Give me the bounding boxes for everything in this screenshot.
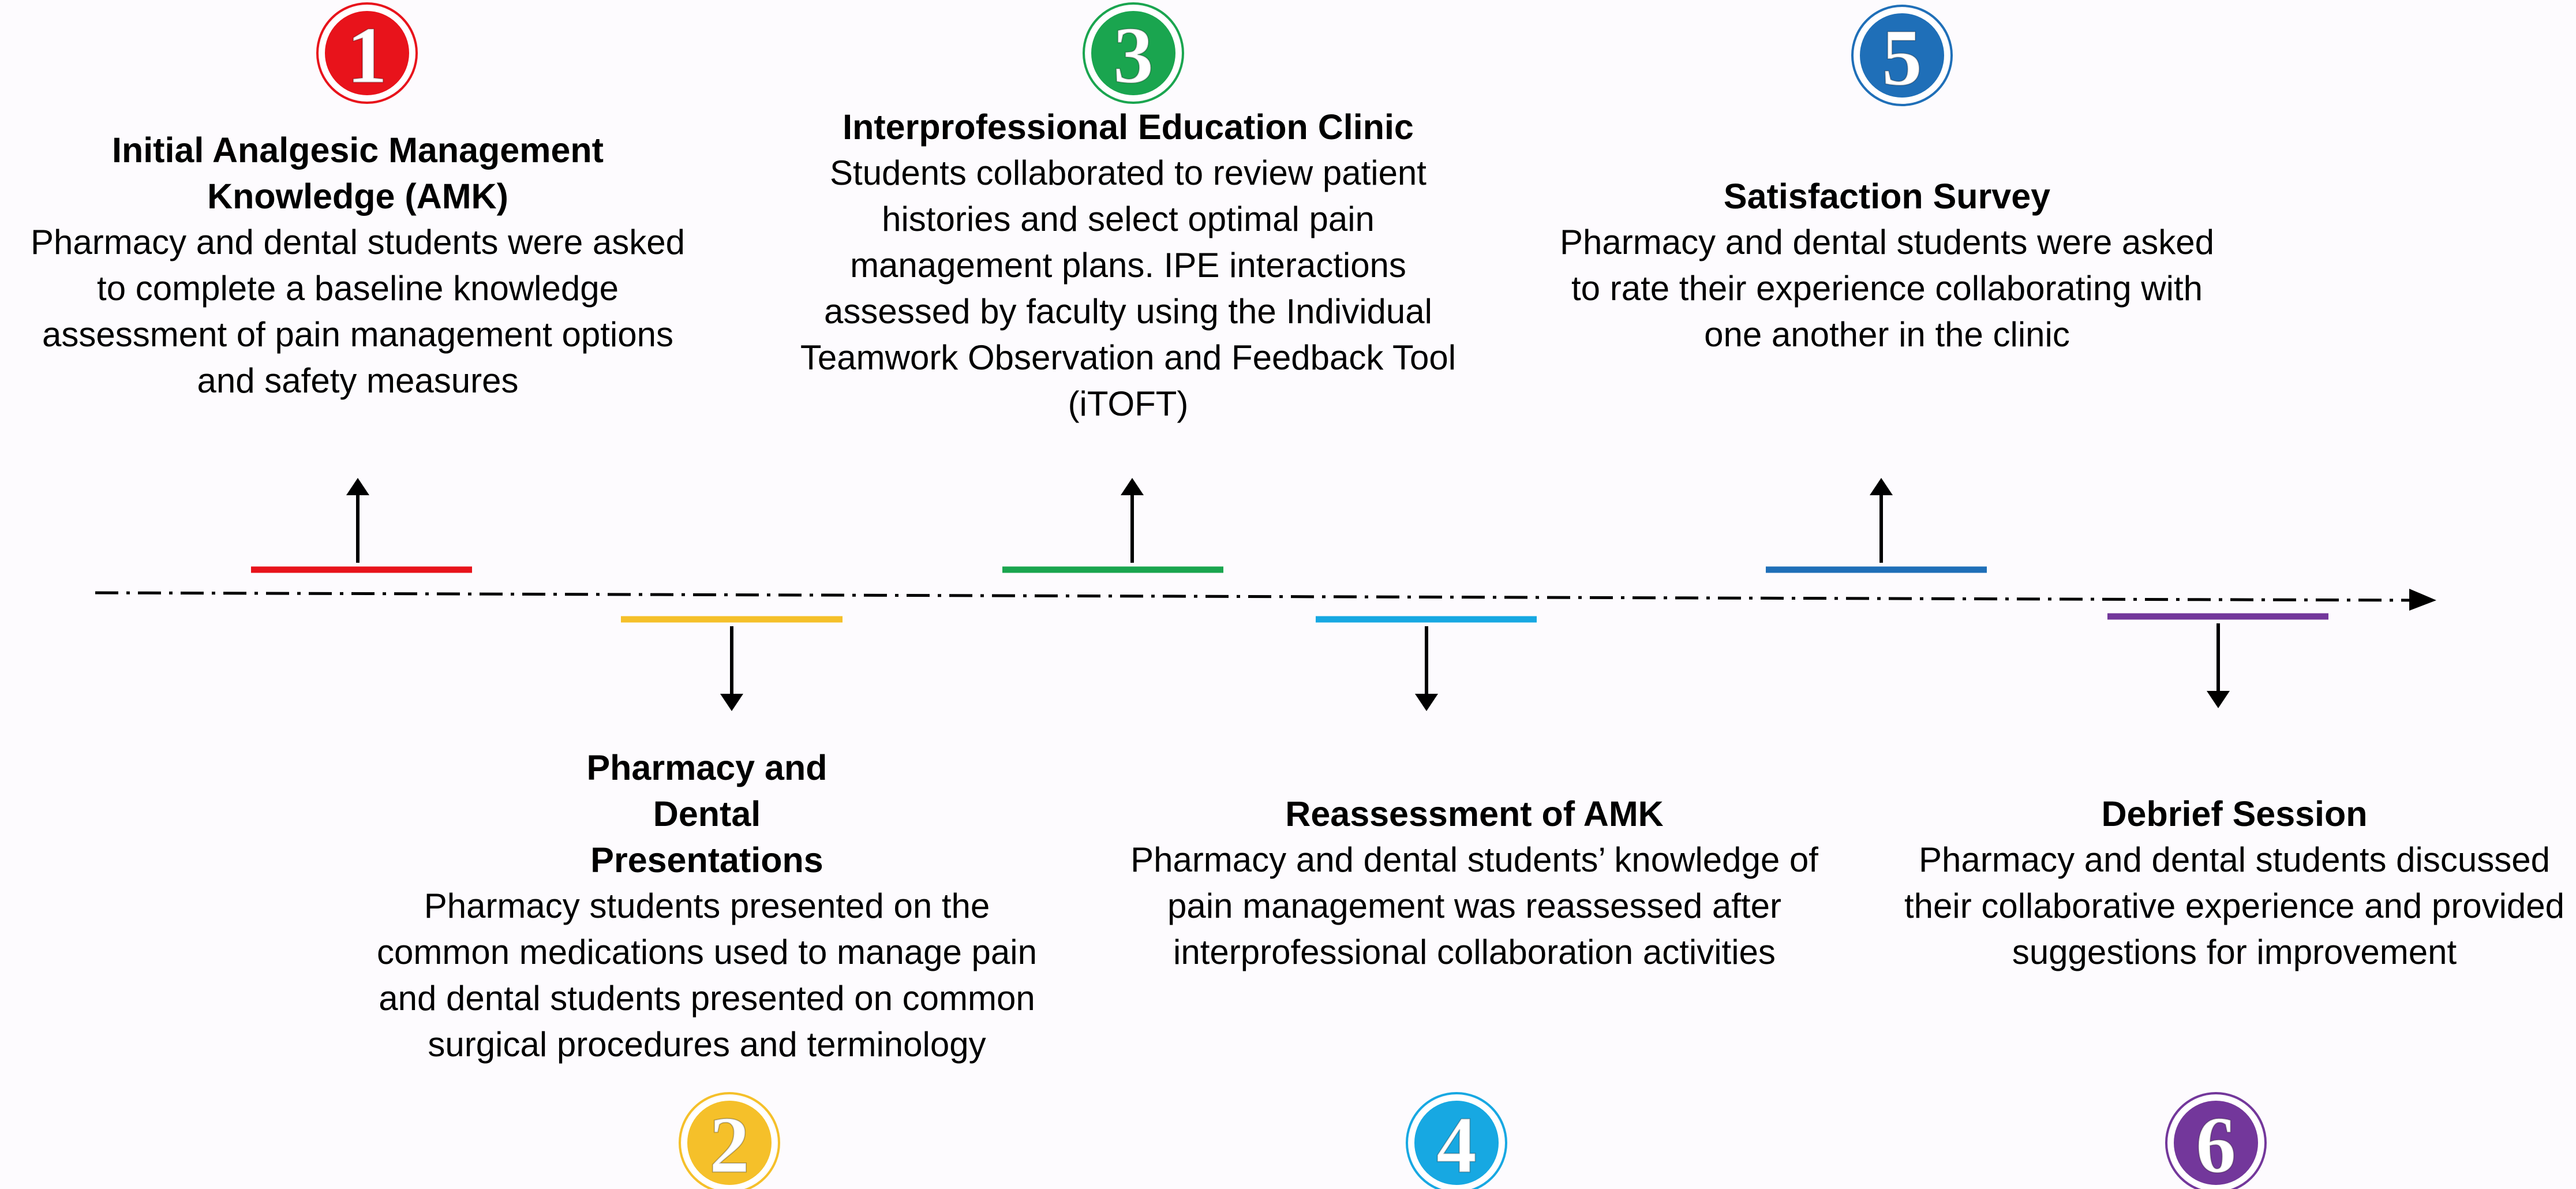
step-6-number-badge	[2169, 1096, 2263, 1189]
step-6-marker: 6	[2107, 613, 2328, 1189]
step-5-number-badge	[1855, 9, 1949, 102]
step-6-title: Debrief Session	[2101, 794, 2368, 833]
step-6-description: Pharmacy and dental students discussed t…	[1904, 840, 2565, 971]
step-2-number: 2	[709, 1101, 750, 1189]
step-2-number-badge	[683, 1096, 776, 1189]
step-1-number-badge	[320, 6, 414, 100]
step-5-description: Pharmacy and dental students were asked …	[1560, 223, 2214, 354]
step-1-text: Initial Analgesic Management Knowledge (…	[12, 127, 704, 404]
step-1-number: 1	[347, 11, 387, 100]
step-3-number-badge	[1087, 6, 1180, 100]
step-4-title: Reassessment of AMK	[1285, 794, 1664, 833]
step-4-number: 4	[1436, 1101, 1477, 1189]
step-2-marker: 2	[621, 616, 843, 1189]
step-4-number-badge	[1410, 1096, 1503, 1189]
step-5-marker: 5	[1766, 5, 1987, 573]
step-2-text: Pharmacy and Dental Presentations Pharma…	[361, 745, 1053, 1068]
step-3-text: Interprofessional Education Clinic Stude…	[776, 104, 1480, 427]
step-4-marker: 4	[1316, 616, 1537, 1189]
step-5-text: Satisfaction Survey Pharmacy and dental …	[1529, 173, 2245, 358]
step-5-title: Satisfaction Survey	[1723, 177, 2051, 216]
step-3-description: Students collaborated to review patient …	[800, 154, 1457, 423]
step-1-marker: 1	[251, 2, 472, 573]
step-6-number: 6	[2196, 1101, 2236, 1189]
step-1-description: Pharmacy and dental students were asked …	[31, 223, 685, 400]
timeline-axis	[95, 591, 2421, 602]
step-2-title: Pharmacy and Dental Presentations	[586, 748, 828, 880]
step-3-title: Interprofessional Education Clinic	[843, 107, 1414, 147]
step-5-number: 5	[1882, 13, 1922, 103]
step-2-description: Pharmacy students presented on the commo…	[377, 887, 1037, 1064]
step-3-marker: 3	[1002, 2, 1223, 573]
timeline-arrowhead	[2409, 589, 2436, 611]
step-3-number: 3	[1113, 11, 1154, 100]
step-6-text: Debrief Session Pharmacy and dental stud…	[1893, 791, 2576, 975]
step-4-text: Reassessment of AMK Pharmacy and dental …	[1119, 791, 1829, 975]
step-1-title: Initial Analgesic Management Knowledge (…	[112, 130, 604, 216]
step-4-description: Pharmacy and dental students’ knowledge …	[1130, 840, 1818, 971]
